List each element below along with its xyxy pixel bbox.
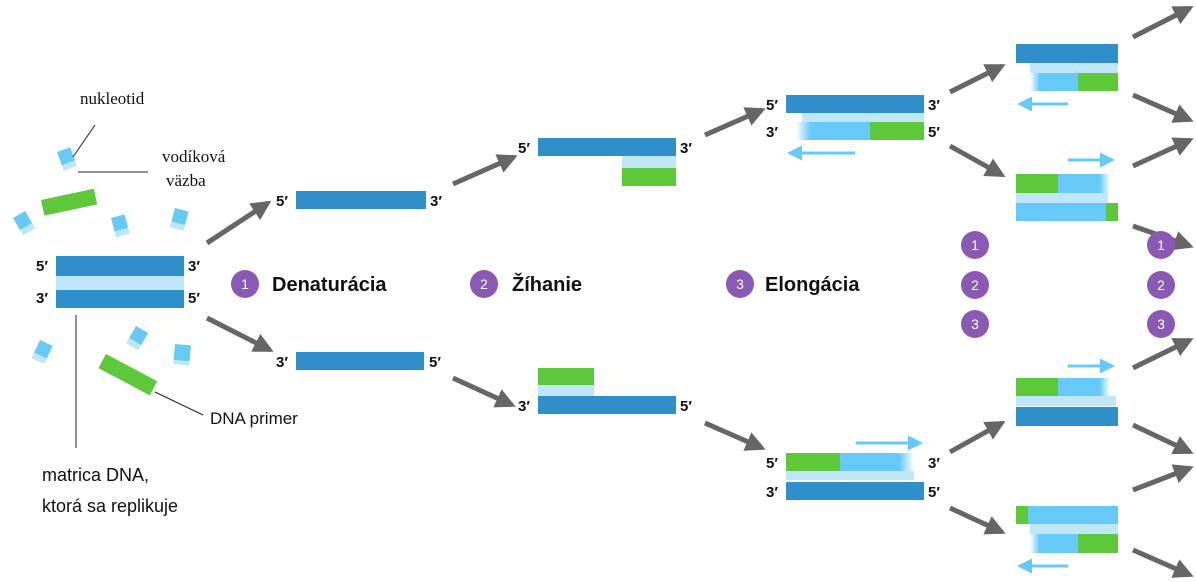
template-label-line1: matrica DNA, — [42, 465, 149, 485]
end-3: 3′ — [766, 484, 778, 501]
cycle-number: 2 — [1157, 277, 1165, 293]
arrow-cycle2-c — [948, 420, 1006, 455]
arrow-anneal-top — [451, 154, 518, 187]
cycle2-product-4 — [1016, 506, 1118, 574]
template-top-3-end: 3′ — [188, 258, 200, 275]
arrow-cycle2-a — [948, 63, 1006, 95]
arrow-out-6 — [1131, 422, 1194, 455]
template-dna: 5′ 3′ 3′ 5′ — [36, 256, 200, 308]
template-top-strand — [56, 256, 184, 276]
end-3: 3′ — [928, 455, 940, 472]
end-5: 5′ — [276, 193, 288, 210]
nucleotide — [126, 326, 149, 351]
nucleotide — [169, 208, 189, 231]
end-5: 5′ — [429, 354, 441, 371]
arrow-cycle2-d — [948, 505, 1006, 535]
end-3: 3′ — [276, 354, 288, 371]
cycle-number: 1 — [1157, 237, 1165, 253]
step-2-number: 2 — [480, 276, 488, 292]
step-1-circle — [231, 270, 259, 298]
end-3: 3′ — [766, 124, 778, 141]
step-1-number: 1 — [241, 276, 249, 292]
arrow-cycle2-b — [948, 143, 1006, 178]
arrow-out-2 — [1131, 92, 1194, 123]
cycle2-product-1 — [1016, 44, 1118, 112]
step-1-name: Denaturácia — [272, 274, 387, 296]
step-2-name: Žíhanie — [512, 272, 582, 296]
cycle-number: 3 — [1157, 316, 1165, 332]
step-denaturation: 1 Denaturácia — [231, 270, 387, 298]
end-3: 3′ — [518, 398, 530, 415]
end-5: 5′ — [928, 484, 940, 501]
template-hbonds — [56, 276, 184, 290]
nucleotide — [13, 211, 36, 236]
nucleotide-label: nukleotid — [80, 89, 145, 108]
step-3-number: 3 — [736, 276, 744, 292]
template-bottom-strand — [56, 290, 184, 308]
template-top-5-end: 5′ — [36, 258, 48, 275]
arrow-out-7 — [1132, 464, 1194, 493]
step-elongation: 3 Elongácia — [726, 270, 860, 298]
arrow-out-1 — [1131, 5, 1194, 40]
end-5: 5′ — [928, 124, 940, 141]
arrow-out-8 — [1131, 547, 1194, 578]
cycle-numbers-col-1: 1 2 3 — [961, 231, 989, 338]
cycle-number: 1 — [971, 237, 979, 253]
hbond-label-line2: väzba — [166, 171, 206, 190]
nucleotide — [173, 344, 191, 366]
cycle2-product-3 — [1016, 358, 1118, 426]
end-5: 5′ — [766, 97, 778, 114]
cycle-number: 3 — [971, 316, 979, 332]
end-5: 5′ — [518, 140, 530, 157]
elongation-top: 5′ 3′ 3′ 5′ — [766, 95, 940, 161]
free-primer-labeled — [98, 354, 158, 396]
free-nucleotides — [13, 147, 191, 366]
arrow-elong-bottom — [703, 420, 766, 451]
step-2-circle — [470, 270, 498, 298]
process-arrows — [205, 5, 1194, 578]
denatured-bottom-strand: 3′ 5′ — [276, 352, 441, 371]
cycle2-product-2 — [1016, 152, 1118, 221]
end-3: 3′ — [430, 193, 442, 210]
end-5: 5′ — [766, 455, 778, 472]
step-3-name: Elongácia — [765, 274, 860, 296]
end-5: 5′ — [680, 398, 692, 415]
end-3: 3′ — [680, 140, 692, 157]
step-3-circle — [726, 270, 754, 298]
cycle-number: 2 — [971, 277, 979, 293]
arrow-elong-top — [703, 107, 766, 138]
template-bottom-3-end: 3′ — [36, 290, 48, 307]
elongation-bottom: 5′ 3′ 3′ 5′ — [766, 435, 940, 501]
nucleotide-labeled — [57, 147, 77, 171]
label-leaders — [72, 124, 204, 448]
annealed-top: 5′ 3′ — [518, 138, 692, 186]
nucleotide — [111, 214, 130, 238]
arrow-out-3 — [1131, 137, 1194, 169]
arrow-denature-bottom — [205, 315, 274, 353]
arrow-denature-top — [205, 200, 272, 246]
annealed-bottom: 3′ 5′ — [518, 368, 692, 415]
denatured-top-strand: 5′ 3′ — [276, 191, 442, 210]
template-label-line2: ktorá sa replikuje — [42, 496, 178, 516]
end-3: 3′ — [928, 97, 940, 114]
primer-label: DNA primer — [210, 409, 298, 428]
step-annealing: 2 Žíhanie — [470, 270, 582, 298]
free-primer — [41, 188, 98, 216]
template-bottom-5-end: 5′ — [188, 290, 200, 307]
nucleotide — [31, 340, 53, 365]
hbond-label-line1: vodíková — [162, 147, 226, 166]
arrow-anneal-bottom — [451, 375, 516, 408]
cycle-numbers-col-2: 1 2 3 — [1147, 231, 1175, 338]
arrow-out-5 — [1131, 337, 1194, 371]
